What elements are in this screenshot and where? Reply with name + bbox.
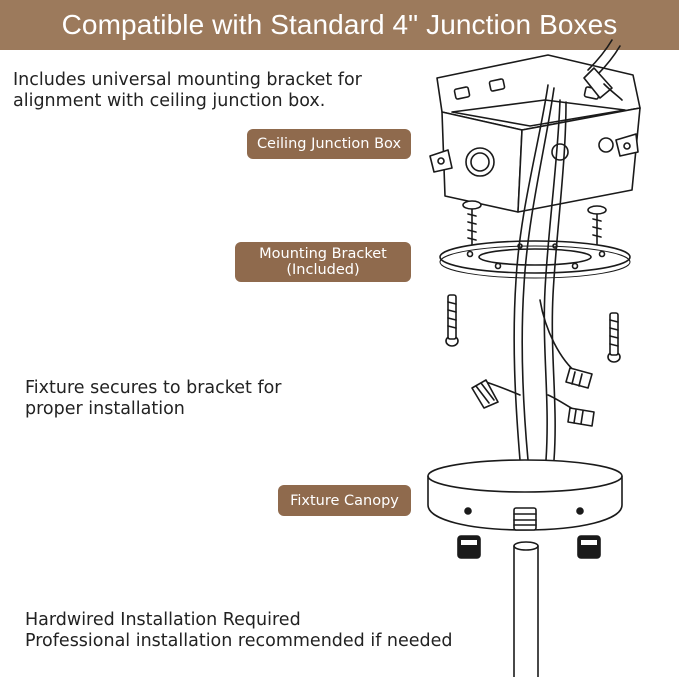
bracket-note-line-2: alignment with ceiling junction box. <box>13 91 326 111</box>
bracket-screws-drawing <box>462 200 607 251</box>
bracket-note: Includes universal mounting bracket for … <box>13 70 362 112</box>
junction-box-drawing <box>429 39 641 213</box>
canopy-drawing <box>427 459 623 531</box>
secure-note-line-1: Fixture secures to bracket for <box>25 378 282 398</box>
canopy-screws-drawing <box>445 294 621 363</box>
mounting-bracket-label: Mounting Bracket (Included) <box>235 242 411 282</box>
secure-note: Fixture secures to bracket for proper in… <box>25 378 282 420</box>
mounting-bracket-label-line-1: Mounting Bracket <box>259 246 387 262</box>
wire-nuts-drawing <box>471 367 595 427</box>
down-rod-drawing <box>513 541 539 677</box>
secure-note-line-2: proper installation <box>25 399 185 419</box>
install-note-line-2: Professional installation recommended if… <box>25 631 453 651</box>
bracket-note-line-1: Includes universal mounting bracket for <box>13 70 362 90</box>
fixture-canopy-label: Fixture Canopy <box>278 485 411 516</box>
cap-nuts-drawing <box>457 535 601 559</box>
install-note-line-1: Hardwired Installation Required <box>25 610 301 630</box>
junction-box-label: Ceiling Junction Box <box>247 129 411 159</box>
mounting-bracket-drawing <box>439 240 631 279</box>
install-note: Hardwired Installation Required Professi… <box>25 610 453 652</box>
title-banner: Compatible with Standard 4" Junction Box… <box>0 0 679 50</box>
mounting-bracket-label-line-2: (Included) <box>286 262 360 278</box>
banner-title: Compatible with Standard 4" Junction Box… <box>61 9 618 40</box>
